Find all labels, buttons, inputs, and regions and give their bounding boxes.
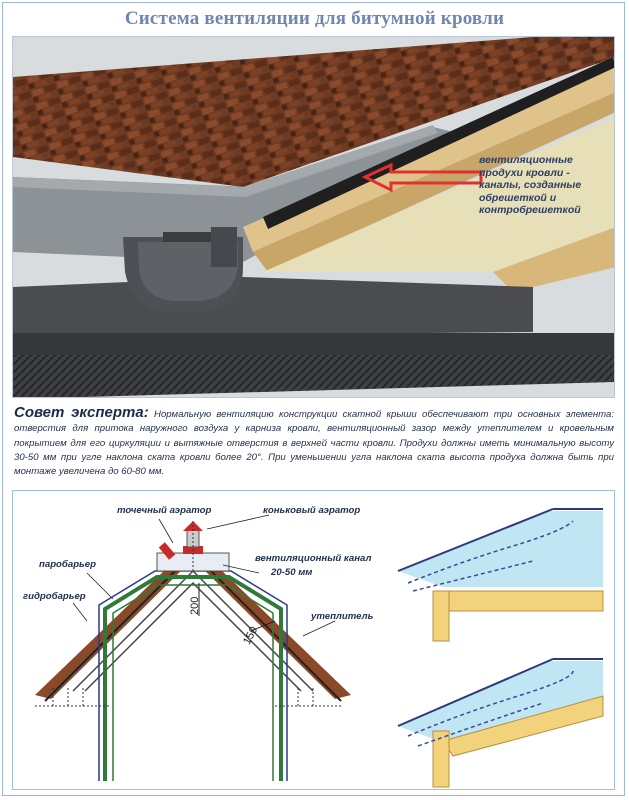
airflow-section-top — [397, 508, 604, 642]
roof-section-diagram — [35, 508, 604, 788]
page-title: Система вентиляции для битумной кровли — [124, 8, 505, 29]
airflow-section-bottom — [397, 658, 604, 788]
callout-line: вентиляционные — [479, 154, 573, 166]
label-vent-channel: вентиляционный канал — [255, 553, 372, 564]
red-arrow-icon — [361, 162, 483, 193]
label-vapor-barrier: паробарьер — [39, 559, 96, 570]
roof-photo: вентиляционные продухи кровли - каналы, … — [12, 36, 615, 398]
label-waterproof: гидробарьер — [23, 591, 86, 602]
label-point-aerator: точечный аэратор — [117, 505, 212, 516]
callout-line: продухи кровли - — [479, 166, 570, 179]
dimension-200: 200 — [189, 596, 201, 615]
roof-covering — [35, 543, 351, 699]
roof-photo-illustration — [13, 37, 614, 397]
callout-line: каналы, созданные — [479, 179, 582, 191]
tip-heading: Совет эксперта: — [14, 404, 149, 421]
callout-line: обрешеткой и — [479, 191, 557, 204]
vent-callout: вентиляционные продухи кровли - каналы, … — [479, 154, 609, 217]
expert-tip: Совет эксперта: Нормальную вентиляцию ко… — [14, 404, 615, 479]
ventilation-diagram: точечный аэратор коньковый аэратор пароб… — [12, 490, 615, 790]
label-ridge-aerator: коньковый аэратор — [263, 505, 361, 516]
point-aerator-icon — [158, 542, 176, 560]
tip-text: Нормальную вентиляцию конструкции скатно… — [14, 409, 615, 478]
label-insulation: утеплитель — [311, 611, 374, 622]
callout-line: контробрешеткой — [479, 204, 581, 216]
insulation-layer — [103, 575, 283, 781]
label-vent-channel-size: 20-50 мм — [271, 567, 313, 578]
